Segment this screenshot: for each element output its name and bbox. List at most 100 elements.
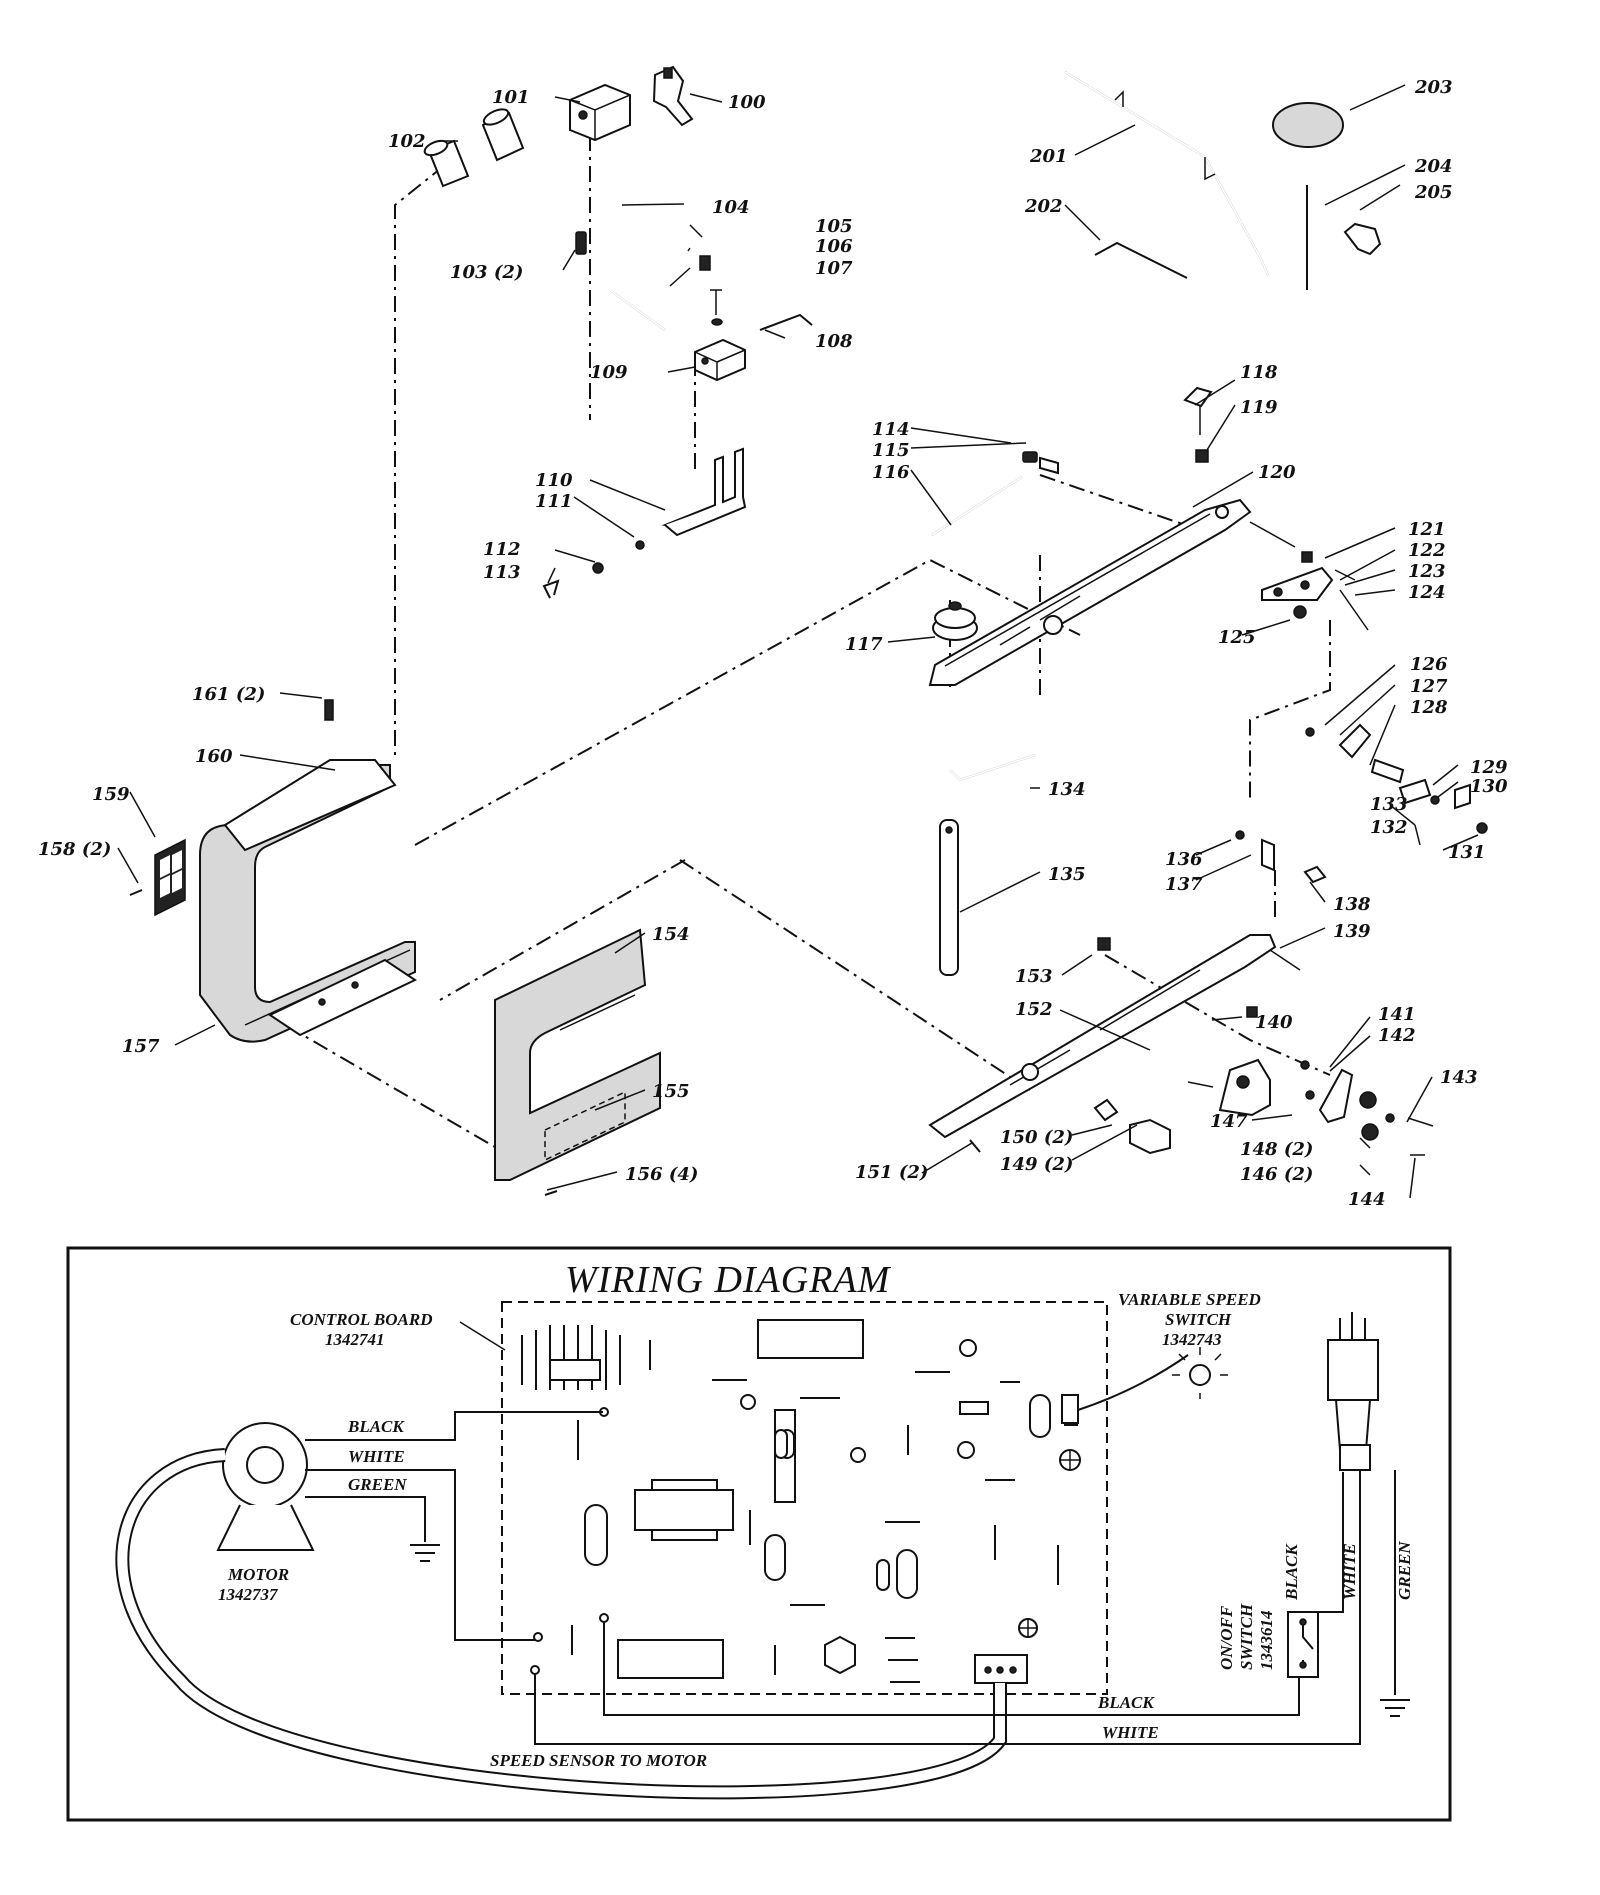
part-161-screw [324, 699, 334, 721]
motor-wire-white: WHITE [348, 1447, 405, 1466]
callout-115: 115 [872, 440, 910, 461]
callout-154: 154 [652, 924, 690, 945]
part-base-plate [267, 958, 418, 1037]
callout-150: 150 (2) [1000, 1127, 1073, 1148]
callout-202: 202 [1024, 196, 1063, 217]
callout-139: 139 [1333, 921, 1371, 942]
callout-108: 108 [815, 331, 853, 352]
speed-sensor-label: SPEED SENSOR TO MOTOR [490, 1751, 707, 1770]
part-121-125-linkage [1261, 551, 1369, 631]
callout-111: 111 [535, 491, 573, 512]
part-111-113-fasteners [542, 540, 645, 599]
part-160-top-plate [223, 759, 397, 852]
board-components [571, 1319, 1081, 1684]
part-120-upper-arm [928, 498, 1296, 686]
motor-wire-green: GREEN [348, 1475, 407, 1494]
callout-151-lower: 151 (2) [855, 1162, 928, 1183]
callout-204: 204 [1414, 156, 1453, 177]
callout-126: 126 [1410, 654, 1448, 675]
callout-116: 116 [872, 462, 910, 483]
power-plug [1327, 1312, 1379, 1471]
callout-143: 143 [1440, 1067, 1478, 1088]
terminal-neutral [530, 1665, 540, 1675]
callout-140: 140 [1255, 1012, 1293, 1033]
control-board-part: 1342741 [325, 1330, 385, 1349]
part-118-119-tension [1183, 386, 1213, 463]
part-151-pin [969, 1139, 981, 1153]
callout-leaders [117, 84, 1479, 1199]
callout-113: 113 [483, 562, 521, 583]
part-110-bracket [661, 447, 747, 537]
callout-148: 148 (2) [1240, 1139, 1313, 1160]
part-201-blade-guard [1064, 71, 1269, 276]
part-156-screws [544, 1190, 558, 1196]
control-board-label: CONTROL BOARD [290, 1310, 432, 1329]
part-114-116-pin-and-nut [931, 451, 1059, 536]
callout-103: 103 (2) [450, 262, 523, 283]
line-wires [534, 1461, 1410, 1745]
on-off-switch [1287, 1611, 1319, 1678]
plug-wire-green: GREEN [1395, 1541, 1414, 1600]
on-off-part: 1343614 [1257, 1611, 1276, 1671]
callout-106: 106 [815, 236, 853, 257]
part-104-rod [609, 210, 666, 331]
part-154-155-side-plate [494, 928, 661, 1181]
callout-153: 153 [1015, 966, 1053, 987]
callout-147: 147 [1210, 1111, 1248, 1132]
part-149-150-knob [1093, 1098, 1171, 1155]
motor [216, 1422, 315, 1551]
part-203-disc [1272, 102, 1344, 148]
callout-137: 137 [1165, 874, 1203, 895]
part-158-screw [129, 889, 143, 896]
line-wire-black: BLACK [1097, 1693, 1155, 1712]
callout-123: 123 [1408, 561, 1446, 582]
callout-161: 161 (2) [192, 684, 265, 705]
wiring-diagram: WIRING DIAGRAM CONTROL BOARD 1342741 [66, 1246, 1452, 1822]
on-off-switch-label: SWITCH [1237, 1603, 1256, 1670]
wiring-title: WIRING DIAGRAM [565, 1259, 892, 1301]
callout-109: 109 [590, 362, 628, 383]
wiring-frame [66, 1246, 1452, 1822]
callout-141: 141 [1378, 1004, 1416, 1025]
callout-142: 142 [1378, 1025, 1416, 1046]
callout-107: 107 [815, 258, 853, 279]
callout-112: 112 [483, 539, 521, 560]
motor-part: 1342737 [218, 1585, 279, 1604]
callout-155: 155 [652, 1081, 690, 1102]
terminal-white [533, 1632, 543, 1642]
callout-101: 101 [492, 87, 530, 108]
part-102-bushing [423, 108, 525, 188]
callout-110: 110 [535, 470, 573, 491]
callout-102: 102 [388, 131, 426, 152]
part-105-107-screws [699, 255, 723, 326]
callout-136: 136 [1165, 849, 1203, 870]
callout-118: 118 [1240, 362, 1278, 383]
callout-205: 205 [1414, 182, 1453, 203]
part-140-148-pivot-parts [1218, 1006, 1434, 1156]
callout-133: 133 [1370, 794, 1408, 815]
callout-114: 114 [872, 419, 910, 440]
part-126-133-switch-parts [1305, 723, 1488, 834]
motor-wires [115, 1411, 1007, 1800]
motor-wire-black: BLACK [347, 1417, 405, 1436]
callout-159: 159 [92, 784, 130, 805]
callout-131: 131 [1448, 842, 1486, 863]
motor-label: MOTOR [227, 1565, 289, 1584]
part-152-lower-arm [928, 934, 1301, 1139]
callout-128: 128 [1410, 697, 1448, 718]
part-136-138-brackets [1235, 830, 1327, 884]
callout-149: 149 (2) [1000, 1154, 1073, 1175]
callout-labels: 100 101 102 103 (2) 104 105 106 107 108 … [38, 77, 1508, 1210]
callout-146: 146 (2) [1240, 1164, 1313, 1185]
plug-wire-white: WHITE [1340, 1543, 1359, 1600]
callout-100: 100 [728, 92, 766, 113]
callout-201: 201 [1029, 146, 1068, 167]
terminal-line [599, 1613, 609, 1623]
part-202-hex-key [1094, 241, 1188, 279]
part-117-knob [932, 601, 978, 641]
callout-129: 129 [1470, 757, 1508, 778]
part-159-cover [154, 838, 186, 917]
part-135-plunger [939, 819, 959, 976]
